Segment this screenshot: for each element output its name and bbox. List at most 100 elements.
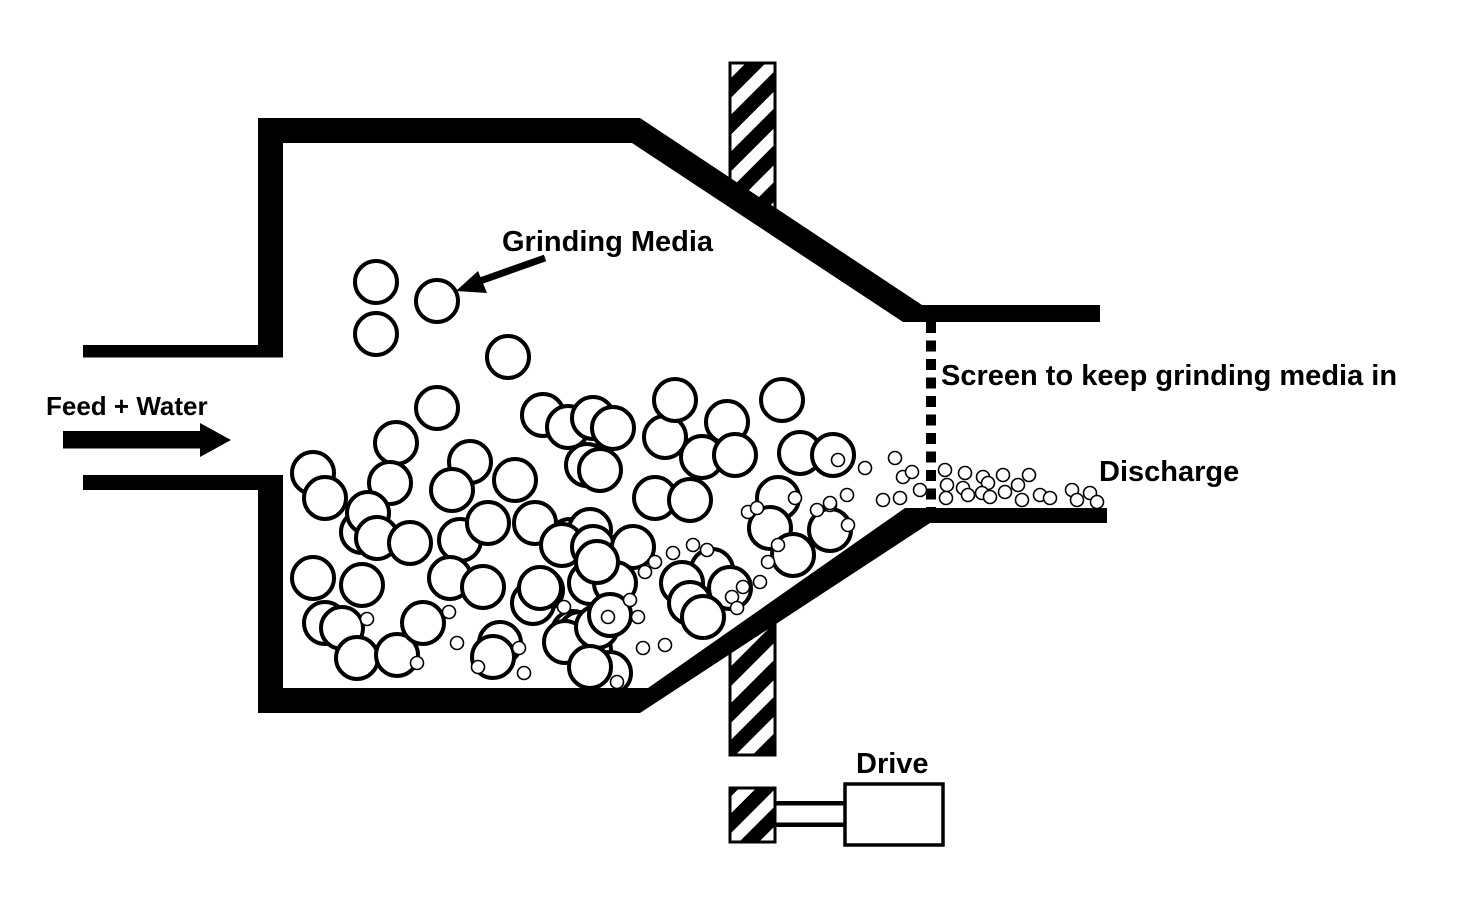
fine-particle — [770, 537, 786, 553]
grinding-media-balls — [290, 259, 856, 696]
fine-particle — [511, 640, 527, 656]
discharge-label: Discharge — [1099, 456, 1239, 488]
grinding-media-ball — [302, 475, 348, 521]
fine-particle — [995, 467, 1011, 483]
feed-inlet-bottom-wall — [83, 475, 283, 490]
grinding-media-arrow-shaft — [478, 254, 547, 285]
grinding-media-ball — [374, 632, 420, 678]
fine-particle — [875, 492, 891, 508]
grinding-media-ball — [353, 311, 399, 357]
grinding-media-ball — [429, 467, 475, 513]
grinding-media-ball — [590, 405, 636, 451]
grinding-media-ball — [667, 477, 713, 523]
fine-particle — [449, 635, 465, 651]
fine-particle — [729, 600, 745, 616]
vessel-walls — [83, 118, 1107, 713]
grinding-media-ball — [334, 635, 380, 681]
feed-arrow-bar — [63, 431, 200, 449]
grinding-media-ball — [485, 334, 531, 380]
shaft-end-block — [728, 786, 777, 844]
drive-assembly — [728, 782, 945, 847]
grinding-media-ball — [574, 539, 620, 585]
fine-particle — [359, 611, 375, 627]
feed-water-label: Feed + Water — [46, 391, 208, 421]
fine-particle — [760, 554, 776, 570]
fine-particle — [1010, 477, 1026, 493]
fine-particle — [957, 465, 973, 481]
fine-particle — [735, 579, 751, 595]
grinding-media-arrow — [456, 254, 547, 293]
fine-particle — [840, 517, 856, 533]
grinding-media-ball — [652, 377, 698, 423]
coupling-line-top — [775, 801, 847, 806]
fine-particle — [937, 462, 953, 478]
grinding-media-ball — [492, 457, 538, 503]
fine-particle — [622, 592, 638, 608]
fine-particle — [409, 655, 425, 671]
fine-particle — [822, 495, 838, 511]
fine-particle — [630, 609, 646, 625]
coupling-line-bottom — [775, 822, 847, 827]
screen-label: Screen to keep grinding media in — [941, 360, 1397, 392]
fine-particle — [857, 460, 873, 476]
fine-particle — [665, 545, 681, 561]
grinding-media-ball — [387, 520, 433, 566]
grinding-media-ball — [465, 500, 511, 546]
fine-particle — [830, 452, 846, 468]
drive-motor-box — [843, 782, 945, 847]
fine-particle — [904, 464, 920, 480]
fine-particle — [609, 674, 625, 690]
fine-particle — [1014, 492, 1030, 508]
grinding-media-label: Grinding Media — [502, 226, 714, 258]
fine-particle — [960, 487, 976, 503]
fine-particle — [982, 489, 998, 505]
fine-particle — [752, 574, 768, 590]
fine-particle — [997, 484, 1013, 500]
vessel-top-wall — [258, 118, 1100, 322]
fine-particle — [912, 482, 928, 498]
feed-arrow-head — [200, 423, 231, 457]
fine-particle — [1042, 490, 1058, 506]
grinding-media-arrow-head — [456, 271, 487, 293]
feed-inlet-top-wall — [83, 345, 283, 358]
fine-particle — [939, 477, 955, 493]
grinding-media-ball — [712, 432, 758, 478]
vessel-left-wall-upper — [258, 118, 283, 357]
fine-particle — [516, 665, 532, 681]
grinding-media-ball — [290, 555, 336, 601]
fine-particle — [1069, 492, 1085, 508]
fine-particle — [685, 537, 701, 553]
fine-particle — [441, 604, 457, 620]
fine-particle — [699, 542, 715, 558]
fine-particle — [938, 490, 954, 506]
feed-arrow — [63, 423, 231, 457]
grinding-media-ball — [680, 594, 726, 640]
fine-particle — [600, 609, 616, 625]
fine-particle — [887, 450, 903, 466]
grinding-media-ball — [414, 278, 460, 324]
fine-particle — [657, 637, 673, 653]
grinding-media-ball — [414, 385, 460, 431]
fine-particle — [809, 502, 825, 518]
grinding-media-ball — [517, 565, 563, 611]
drive-label: Drive — [856, 748, 929, 780]
fine-particles — [359, 450, 1105, 690]
grinding-media-ball — [577, 447, 623, 493]
grinding-media-ball — [759, 377, 805, 423]
grinding-media-ball — [339, 562, 385, 608]
fine-particle — [647, 554, 663, 570]
fine-particle — [1089, 494, 1105, 510]
vessel-left-wall-lower — [258, 475, 283, 713]
grinding-media-ball — [567, 644, 613, 690]
grinding-media-ball — [400, 600, 446, 646]
grinding-media-ball — [353, 259, 399, 305]
fine-particle — [749, 500, 765, 516]
fine-particle — [637, 564, 653, 580]
fine-particle — [839, 487, 855, 503]
fine-particle — [1021, 467, 1037, 483]
grinding-media-ball — [373, 420, 419, 466]
fine-particle — [787, 490, 803, 506]
vessel-bottom-wall — [258, 508, 1107, 713]
fine-particle — [470, 659, 486, 675]
